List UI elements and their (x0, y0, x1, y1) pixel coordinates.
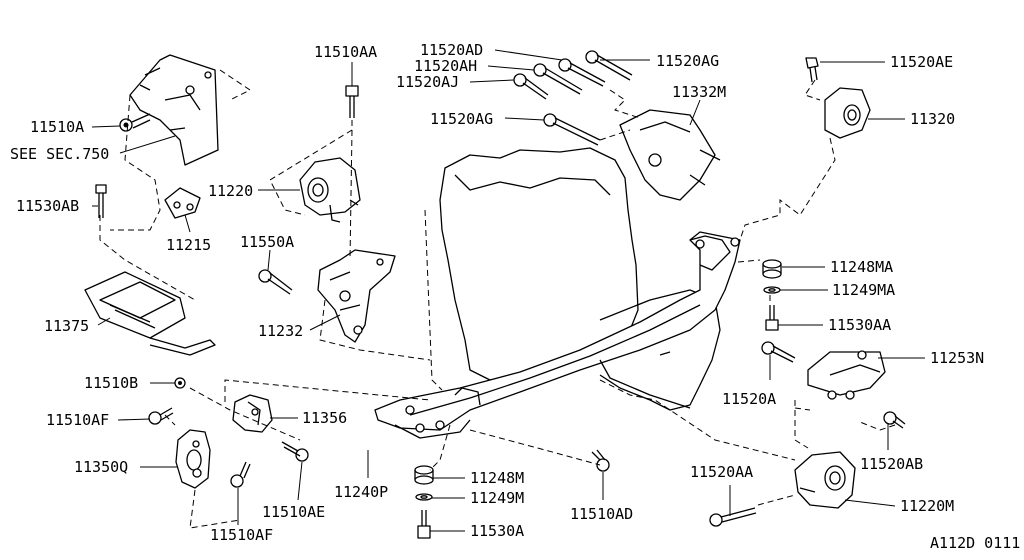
leader-lines (91, 49, 925, 532)
body-bracket (129, 54, 219, 166)
bolt-11550A (258, 269, 293, 295)
label-11520AH: 11520AH (414, 57, 477, 75)
washer-11249M (415, 493, 433, 501)
label-11249MA: 11249MA (832, 281, 895, 299)
bolt-11510AD (591, 449, 610, 472)
bolt-11520AA (709, 507, 757, 527)
label-11520AD: 11520AD (420, 41, 483, 59)
bolt-11510AE (281, 441, 309, 462)
washer-11249MA (763, 286, 781, 294)
label-11320: 11320 (910, 110, 955, 128)
label-11215: 11215 (166, 236, 211, 254)
bolt-11520AE (805, 57, 819, 83)
diagram-id: A112D 0111 (930, 534, 1020, 552)
bolt-11510AA (345, 85, 359, 118)
label-11550A: 11550A (240, 233, 294, 251)
label-11520AE: 11520AE (890, 53, 953, 71)
bolt-11510AF-a (148, 407, 174, 425)
label-11510AF-b: 11510AF (210, 526, 273, 544)
bracket-11375 (84, 271, 216, 356)
stopper-11248M (414, 465, 434, 485)
nut-11510B (174, 377, 186, 389)
bolt-11510A (119, 113, 151, 132)
bolt-11530A (417, 510, 431, 539)
label-11530AB: 11530AB (16, 197, 79, 215)
label-11510B: 11510B (84, 374, 138, 392)
label-11220M: 11220M (900, 497, 954, 515)
label-11240P: 11240P (334, 483, 388, 501)
label-11530AA: 11530AA (828, 316, 891, 334)
dashed-connectors (99, 69, 896, 529)
label-11520AA: 11520AA (690, 463, 753, 481)
label-11530A: 11530A (470, 522, 524, 540)
label-11520AJ: 11520AJ (396, 73, 459, 91)
bracket-11332M (619, 109, 721, 201)
label-11520AG-b: 11520AG (430, 110, 493, 128)
bolt-11520AG-b (543, 113, 601, 146)
label-11510A: 11510A (30, 118, 84, 136)
insulator-11350Q (175, 429, 211, 489)
label-11253N: 11253N (930, 349, 984, 367)
label-see-sec-750: SEE SEC.750 (10, 145, 109, 163)
bolt-11520A (761, 341, 796, 363)
label-11249M: 11249M (470, 489, 524, 507)
label-11520A: 11520A (722, 390, 776, 408)
label-11510AE: 11510AE (262, 503, 325, 521)
stopper-11248MA (762, 259, 782, 279)
bolt-11520AB (883, 411, 906, 429)
bolt-11510AF-b (230, 461, 251, 488)
label-11332M: 11332M (672, 83, 726, 101)
label-11350Q: 11350Q (74, 458, 128, 476)
insulator-11220M (794, 451, 856, 509)
crossmember-11240P (374, 231, 741, 439)
label-11220: 11220 (208, 182, 253, 200)
bolt-11530AB (95, 184, 107, 218)
bolt-11520AJ (513, 73, 549, 100)
label-11510AF-a: 11510AF (46, 411, 109, 429)
bolt-11530AA (765, 305, 779, 331)
label-11520AB: 11520AB (860, 455, 923, 473)
insulator-11220 (299, 157, 361, 223)
label-11375: 11375 (44, 317, 89, 335)
bolt-11520AG-a (585, 50, 633, 81)
bolt-11520AH (533, 63, 583, 95)
insulator-11320 (824, 87, 871, 139)
bolt-11520AD (558, 58, 606, 87)
bracket-11232 (317, 249, 396, 343)
label-11232: 11232 (258, 322, 303, 340)
bracket-11253N (807, 350, 886, 400)
plate-11215 (164, 187, 201, 219)
label-11248M: 11248M (470, 469, 524, 487)
label-11520AG-a: 11520AG (656, 52, 719, 70)
label-11356: 11356 (302, 409, 347, 427)
label-11510AA: 11510AA (314, 43, 377, 61)
label-11248MA: 11248MA (830, 258, 893, 276)
label-11510AD: 11510AD (570, 505, 633, 523)
